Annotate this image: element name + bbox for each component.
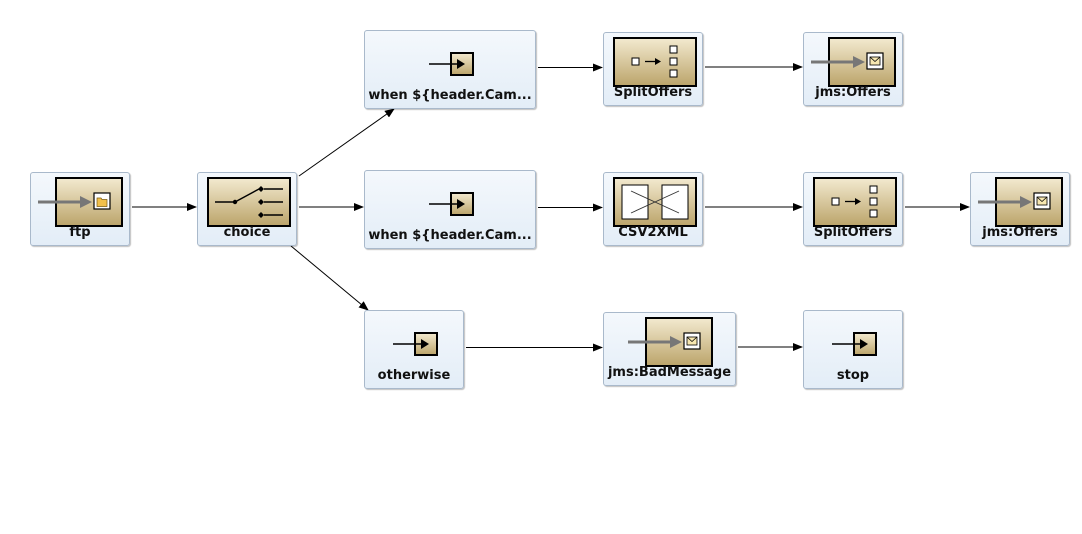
node-when-2[interactable]: when ${header.Cam...	[364, 170, 536, 249]
node-split-offers-2[interactable]: SplitOffers	[803, 172, 903, 246]
jms-endpoint-icon	[811, 37, 896, 87]
stop-arrow-icon	[832, 332, 877, 356]
when-arrow-icon	[429, 52, 474, 76]
node-label: CSV2XML	[618, 225, 688, 240]
node-label: jms:Offers	[815, 85, 891, 100]
node-label: SplitOffers	[613, 85, 693, 100]
node-ftp[interactable]: ftp	[30, 172, 130, 246]
node-choice[interactable]: choice	[197, 172, 297, 246]
node-label: when ${header.Cam...	[368, 88, 532, 103]
node-stop[interactable]: stop	[803, 310, 903, 389]
node-when-1[interactable]: when ${header.Cam...	[364, 30, 536, 109]
jms-endpoint-icon	[627, 317, 713, 367]
node-label: jms:Offers	[982, 225, 1058, 240]
node-jms-offers-2[interactable]: jms:Offers	[970, 172, 1070, 246]
when-arrow-icon	[429, 192, 474, 216]
node-label: choice	[223, 225, 271, 240]
node-label: otherwise	[377, 368, 451, 383]
ftp-endpoint-icon	[38, 177, 123, 227]
choice-switch-icon	[207, 177, 291, 227]
splitter-icon	[613, 37, 697, 87]
node-label: when ${header.Cam...	[368, 228, 532, 243]
splitter-icon	[813, 177, 897, 227]
node-split-offers-1[interactable]: SplitOffers	[603, 32, 703, 106]
jms-endpoint-icon	[978, 177, 1063, 227]
otherwise-arrow-icon	[393, 332, 438, 356]
node-label: stop	[836, 368, 870, 383]
transform-icon	[613, 177, 697, 227]
node-label: ftp	[69, 225, 91, 240]
edge-choice-to-otherwise	[290, 245, 369, 311]
node-jms-offers-1[interactable]: jms:Offers	[803, 32, 903, 106]
node-csv2xml[interactable]: CSV2XML	[603, 172, 703, 246]
edges	[132, 63, 970, 352]
edge-choice-to-when1	[298, 108, 395, 177]
node-label: jms:BadMessage	[607, 365, 732, 380]
node-otherwise[interactable]: otherwise	[364, 310, 464, 389]
node-label: SplitOffers	[813, 225, 893, 240]
node-jms-bad-message[interactable]: jms:BadMessage	[603, 312, 736, 386]
